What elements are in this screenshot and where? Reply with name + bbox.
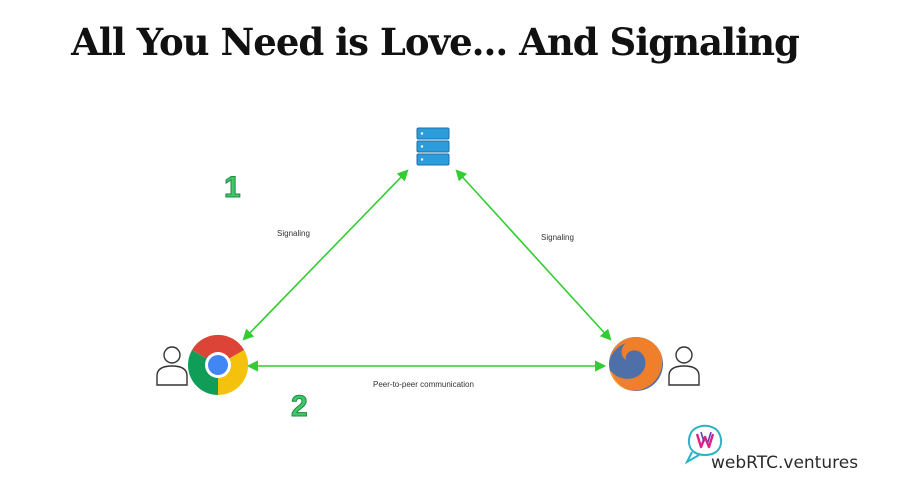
signaling-label-left: Signaling — [277, 229, 310, 238]
logo-text: webRTC.ventures — [711, 453, 858, 473]
chrome-icon — [187, 334, 249, 396]
signaling-edge-right — [455, 169, 612, 341]
step-number-2: 2 — [291, 390, 308, 423]
page-title: All You Need is Love... And Signaling — [71, 20, 800, 64]
firefox-icon — [609, 337, 663, 391]
signaling-edge-left — [242, 169, 409, 341]
user-icon-right — [668, 346, 700, 386]
user-icon-left — [156, 346, 188, 386]
step-number-1: 1 — [224, 171, 241, 204]
webrtc-ventures-logo-icon — [684, 424, 722, 465]
server-icon — [416, 127, 450, 166]
signaling-label-right: Signaling — [541, 233, 574, 242]
peer-to-peer-label: Peer-to-peer communication — [373, 380, 474, 389]
webrtc-ventures-logo: webRTC.ventures — [684, 424, 858, 473]
